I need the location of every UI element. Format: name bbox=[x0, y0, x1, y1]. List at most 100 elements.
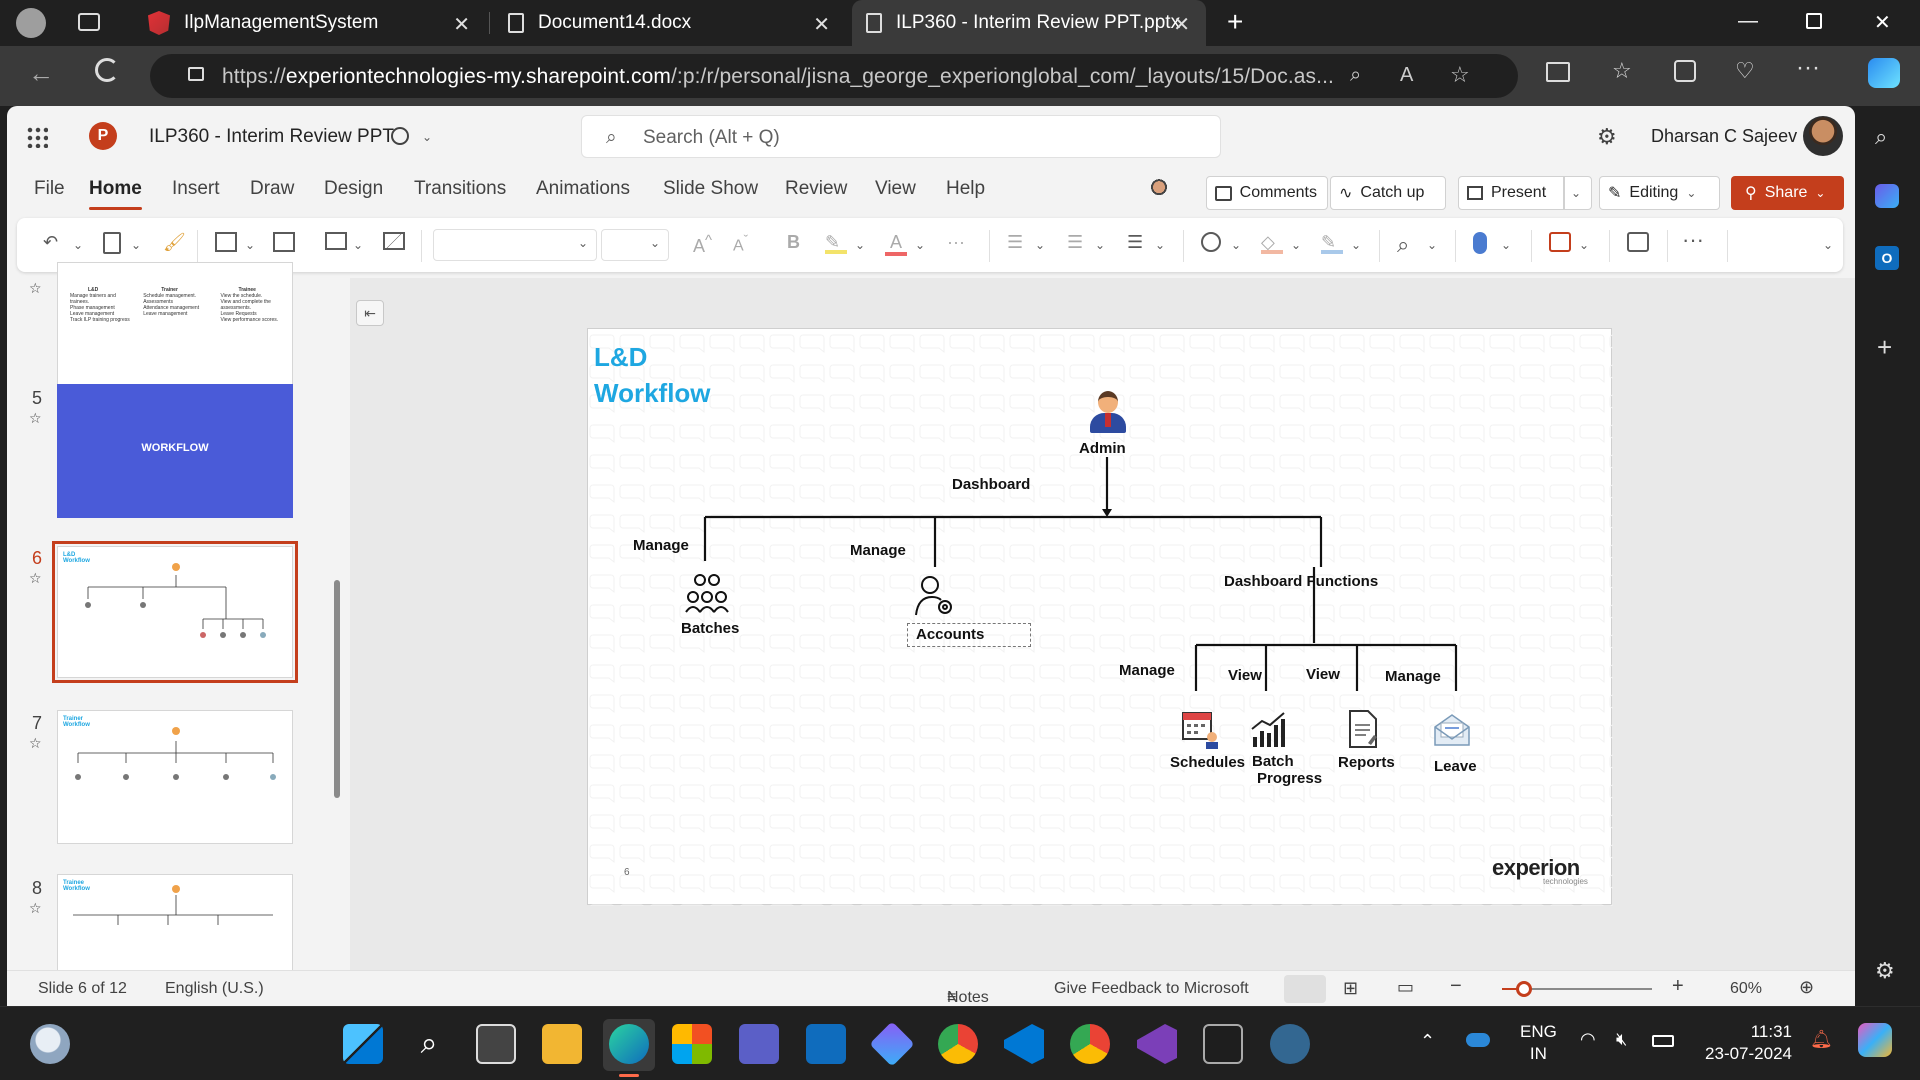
favorite-star-icon[interactable]: ☆ bbox=[1450, 62, 1470, 87]
accounts-label[interactable]: Accounts bbox=[907, 623, 1031, 647]
chevron-down-icon[interactable]: ⌄ bbox=[73, 238, 84, 252]
shape-outline-icon[interactable]: ✎ bbox=[1321, 232, 1343, 254]
chevron-down-icon[interactable]: ⌄ bbox=[245, 238, 256, 252]
font-size-select[interactable]: ⌄ bbox=[601, 229, 669, 261]
search-icon[interactable]: ⌕ bbox=[1875, 124, 1888, 149]
start-icon[interactable] bbox=[343, 1024, 383, 1064]
zoom-in-icon[interactable]: + bbox=[1672, 975, 1684, 997]
app-launcher-icon[interactable] bbox=[26, 126, 48, 148]
gear-icon[interactable]: ⚙ bbox=[1875, 958, 1895, 983]
find-icon[interactable]: ⌕ bbox=[1397, 232, 1410, 257]
shape-fill-icon[interactable]: ◇ bbox=[1261, 232, 1283, 254]
close-icon[interactable]: ✕ bbox=[1173, 14, 1190, 36]
search-box[interactable]: ⌕ Search (Alt + Q) bbox=[581, 115, 1221, 158]
file-explorer-icon[interactable] bbox=[542, 1024, 582, 1064]
settings-more-icon[interactable]: ··· bbox=[1796, 54, 1820, 81]
search-icon[interactable]: ⌕ bbox=[420, 1027, 438, 1060]
paste-icon[interactable] bbox=[103, 232, 121, 254]
close-icon[interactable]: ✕ bbox=[453, 14, 470, 36]
tab-file[interactable]: File bbox=[34, 178, 65, 199]
battery-icon[interactable] bbox=[1652, 1035, 1674, 1047]
tab-design[interactable]: Design bbox=[324, 178, 384, 199]
tab-ilp-management[interactable]: IlpManagementSystem ✕ bbox=[138, 0, 486, 46]
language-indicator[interactable]: ENG IN bbox=[1520, 1022, 1557, 1063]
document-title[interactable]: ILP360 - Interim Review PPT bbox=[149, 126, 394, 147]
fit-to-window-icon[interactable]: ⊕ bbox=[1799, 977, 1815, 997]
chevron-down-icon[interactable]: ⌄ bbox=[1351, 238, 1362, 252]
zoom-out-icon[interactable]: − bbox=[1450, 975, 1462, 997]
increase-font-icon[interactable]: A^ bbox=[693, 232, 713, 256]
tab-home[interactable]: Home bbox=[89, 178, 142, 210]
tab-view[interactable]: View bbox=[875, 178, 916, 199]
slide-sorter-icon[interactable]: ⊞ bbox=[1343, 978, 1359, 998]
align-icon[interactable]: ☰ bbox=[1127, 232, 1144, 252]
chevron-down-icon[interactable]: ⌄ bbox=[1231, 238, 1242, 252]
outlook-icon[interactable]: O bbox=[1875, 246, 1899, 270]
tab-transitions[interactable]: Transitions bbox=[414, 178, 507, 199]
copilot-icon[interactable] bbox=[1868, 58, 1900, 88]
share-button[interactable]: ⚲Share⌄ bbox=[1731, 176, 1844, 210]
current-slide[interactable]: L&D Workflow Admin Dashboard Manage Batc… bbox=[587, 328, 1613, 906]
visual-studio-icon[interactable] bbox=[1137, 1024, 1177, 1064]
lock-icon[interactable] bbox=[188, 67, 204, 81]
teams-icon[interactable] bbox=[739, 1024, 779, 1064]
chevron-down-icon[interactable]: ⌄ bbox=[353, 238, 364, 252]
designer-icon[interactable] bbox=[1549, 232, 1571, 252]
favorites-icon[interactable]: ☆ bbox=[1612, 58, 1632, 83]
zoom-slider[interactable] bbox=[1502, 988, 1652, 990]
read-aloud-icon[interactable]: A bbox=[1400, 64, 1414, 86]
chevron-down-icon[interactable]: ⌄ bbox=[1035, 238, 1046, 252]
add-sidebar-app-icon[interactable]: + bbox=[1877, 332, 1893, 362]
reuse-slides-icon[interactable] bbox=[273, 232, 295, 252]
tab-slide-show[interactable]: Slide Show bbox=[663, 178, 759, 199]
normal-view-icon[interactable] bbox=[1284, 975, 1326, 1003]
gear-icon[interactable]: ⚙ bbox=[1597, 124, 1617, 149]
wifi-icon[interactable]: ◠ bbox=[1580, 1029, 1596, 1049]
tab-ilp360-pptx[interactable]: ILP360 - Interim Review PPT.pptx ✕ bbox=[852, 0, 1206, 46]
thumbnail-scrollbar[interactable] bbox=[334, 580, 340, 798]
edge-browser-icon[interactable] bbox=[609, 1024, 649, 1064]
onedrive-icon[interactable] bbox=[1466, 1033, 1490, 1047]
tab-insert[interactable]: Insert bbox=[172, 178, 220, 199]
slide-thumbnail-7[interactable]: Trainer Workflow bbox=[57, 710, 293, 844]
chevron-down-icon[interactable]: ⌄ bbox=[915, 238, 926, 252]
weather-icon[interactable] bbox=[30, 1024, 70, 1064]
browser-essentials-icon[interactable]: ♡ bbox=[1735, 58, 1755, 83]
close-icon[interactable]: ✕ bbox=[813, 14, 830, 36]
microsoft-store-icon[interactable] bbox=[672, 1024, 712, 1064]
power-automate-icon[interactable] bbox=[869, 1021, 915, 1067]
presence-avatar[interactable] bbox=[1145, 176, 1173, 208]
format-painter-icon[interactable]: 🖌 bbox=[163, 232, 186, 252]
avatar[interactable] bbox=[1803, 116, 1843, 156]
minimize-icon[interactable]: — bbox=[1738, 10, 1758, 32]
chrome-icon[interactable] bbox=[938, 1024, 978, 1064]
tab-animations[interactable]: Animations bbox=[536, 178, 630, 199]
split-screen-icon[interactable] bbox=[1546, 62, 1570, 82]
zoom-slider-thumb[interactable] bbox=[1516, 981, 1532, 997]
dictate-icon[interactable] bbox=[1473, 232, 1487, 254]
copilot-sidebar-icon[interactable] bbox=[1875, 184, 1899, 208]
new-tab-icon[interactable]: + bbox=[1227, 6, 1244, 37]
slide-title[interactable]: L&D Workflow bbox=[594, 342, 711, 408]
reading-view-icon[interactable]: ▭ bbox=[1397, 977, 1415, 997]
postgresql-icon[interactable] bbox=[1270, 1024, 1310, 1064]
collapse-pane-icon[interactable]: ⇤ bbox=[356, 300, 384, 326]
search-input[interactable]: Search (Alt + Q) bbox=[643, 127, 780, 148]
chevron-down-icon[interactable]: ⌄ bbox=[855, 238, 866, 252]
catch-up-button[interactable]: ∿Catch up bbox=[1330, 176, 1446, 210]
chevron-down-icon[interactable]: ⌄ bbox=[131, 238, 142, 252]
chevron-down-icon[interactable]: ⌄ bbox=[1095, 238, 1106, 252]
numbering-icon[interactable]: ☰ bbox=[1067, 232, 1084, 252]
feedback-link[interactable]: Give Feedback to Microsoft bbox=[1054, 980, 1249, 997]
shapes-icon[interactable] bbox=[1201, 232, 1221, 252]
zoom-level[interactable]: 60% bbox=[1730, 980, 1763, 997]
chevron-down-icon[interactable]: ⌄ bbox=[1155, 238, 1166, 252]
slide-thumbnail-5[interactable]: WORKFLOW bbox=[57, 384, 293, 518]
layout-icon[interactable] bbox=[325, 232, 347, 250]
restore-icon[interactable] bbox=[1806, 13, 1822, 29]
undo-icon[interactable]: ↶ bbox=[43, 232, 59, 252]
background-icon[interactable] bbox=[383, 232, 405, 250]
more-options-icon[interactable]: ··· bbox=[1682, 227, 1704, 252]
outlook-new-icon[interactable] bbox=[806, 1024, 846, 1064]
